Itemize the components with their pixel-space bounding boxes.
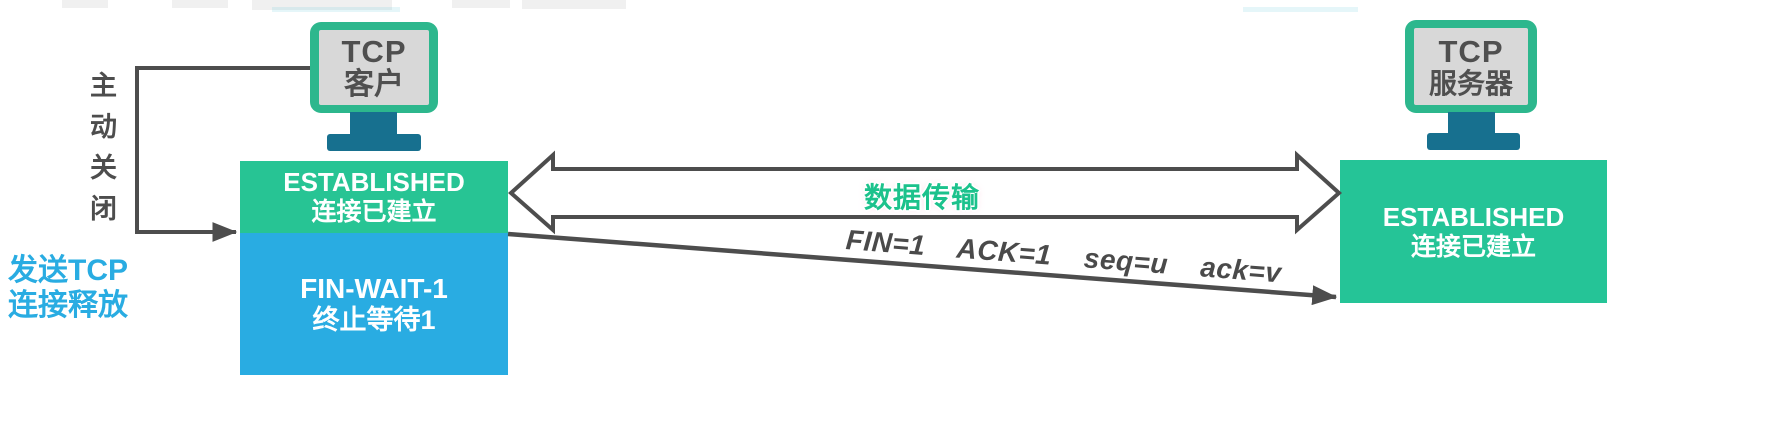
client-established-label-zh: 连接已建立	[311, 198, 437, 226]
tcp-client-monitor-stand-base	[327, 134, 421, 151]
tcp-server-monitor-stand-neck	[1448, 112, 1495, 134]
active-close-char: 闭	[90, 194, 117, 224]
server-established-label-en: ESTABLISHED	[1382, 201, 1565, 232]
client-fin-wait-label-en: FIN-WAIT-1	[300, 272, 448, 304]
active-close-label: 主 动 关 闭	[90, 73, 117, 223]
tcp-server-label-line2: 服务器	[1428, 67, 1513, 99]
server-established-state-box: ESTABLISHED 连接已建立	[1340, 160, 1607, 303]
top-edge-artifact	[522, 0, 626, 9]
data-transfer-label: 数据传输	[863, 182, 980, 213]
tcp-client-label-line1: TCP	[341, 33, 407, 69]
top-edge-artifact	[172, 0, 228, 8]
top-edge-artifact	[1243, 7, 1358, 12]
send-tcp-release-line1: 发送TCP	[8, 254, 128, 287]
send-tcp-release-line2: 连接释放	[8, 289, 128, 322]
client-fin-wait-1-state-box: FIN-WAIT-1 终止等待1	[240, 233, 508, 375]
top-edge-artifact	[62, 0, 108, 8]
active-close-char: 关	[90, 153, 117, 183]
client-fin-wait-label-zh: 终止等待1	[312, 304, 436, 335]
active-close-char: 主	[90, 71, 117, 101]
server-established-label-zh: 连接已建立	[1410, 232, 1536, 261]
top-edge-artifact	[272, 7, 400, 12]
tcp-client-label-line2: 客户	[344, 67, 404, 101]
tcp-client-monitor-screen: TCP 客户	[319, 30, 429, 105]
client-established-label-en: ESTABLISHED	[283, 167, 465, 197]
tcp-server-monitor-screen: TCP 服务器	[1414, 28, 1528, 105]
tcp-server-monitor-icon: TCP 服务器	[1405, 20, 1537, 113]
active-close-char: 动	[90, 112, 117, 142]
tcp-server-monitor-stand-base	[1427, 133, 1520, 150]
tcp-client-monitor-stand-neck	[350, 112, 397, 135]
client-established-state-box: ESTABLISHED 连接已建立	[240, 161, 508, 233]
top-edge-artifact	[252, 0, 392, 10]
tcp-client-monitor-icon: TCP 客户	[310, 22, 438, 113]
send-tcp-release-label: 发送TCP 连接释放	[8, 253, 128, 323]
top-edge-artifact	[452, 0, 510, 8]
tcp-server-label-line1: TCP	[1438, 33, 1504, 69]
fin-segment-label: FIN=1 ACK=1 seq=u ack=v	[844, 224, 1283, 289]
